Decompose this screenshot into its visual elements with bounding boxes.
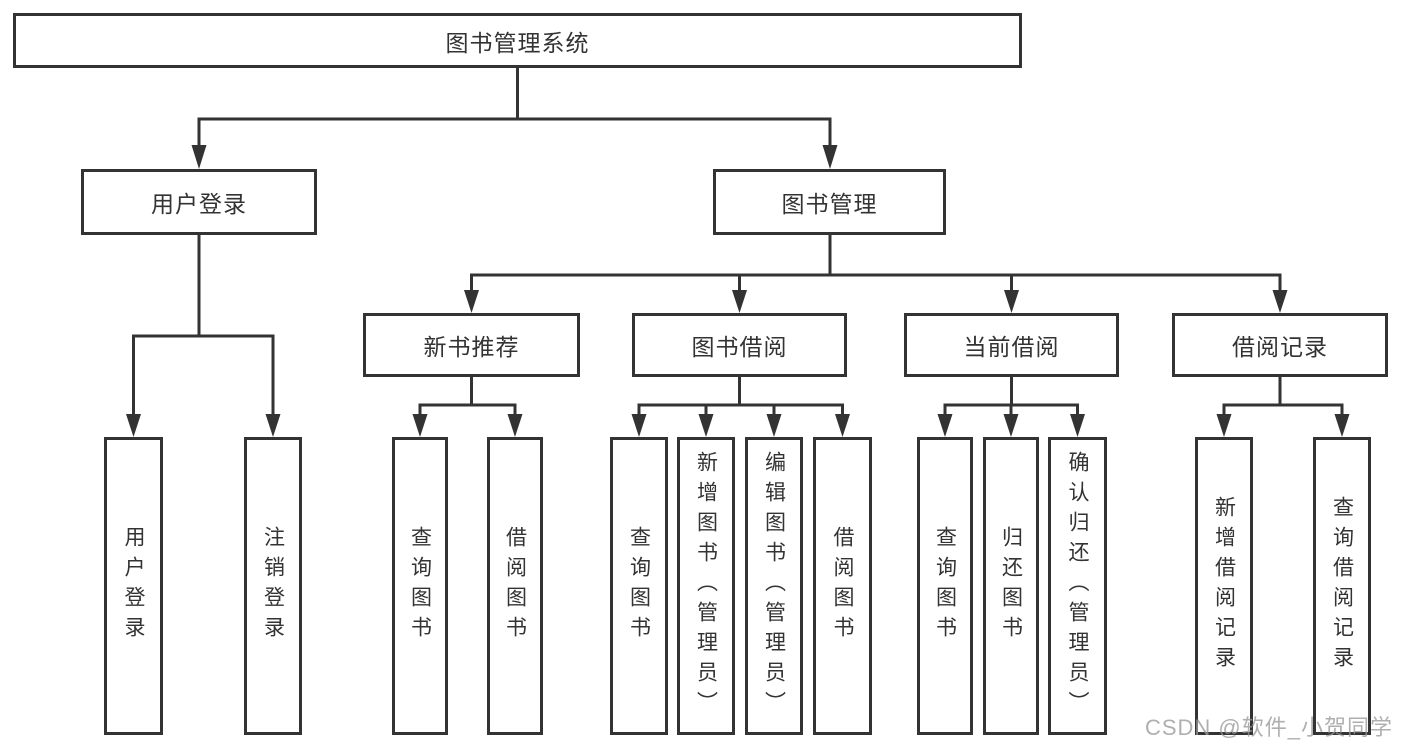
leaf-borrow-books-borrowing: 借阅图书 — [813, 437, 872, 735]
node-label: 借阅记录 — [1232, 334, 1328, 360]
node-label: 归还图书 — [999, 526, 1023, 646]
node-label: 新增图书（管理员） — [694, 451, 718, 721]
leaf-add-books-admin: 新增图书（管理员） — [677, 437, 735, 735]
node-label: 图书借阅 — [691, 334, 788, 360]
node-label: 查询借阅记录 — [1330, 496, 1354, 676]
node-borrowing-records: 借阅记录 — [1172, 313, 1388, 377]
node-label: 注销登录 — [261, 526, 285, 646]
leaf-query-books-borrowing: 查询图书 — [610, 437, 668, 735]
node-user-login: 用户登录 — [81, 169, 317, 235]
leaf-return-books: 归还图书 — [983, 437, 1039, 735]
leaf-borrow-books-recommend: 借阅图书 — [487, 437, 543, 735]
node-label: 当前借阅 — [963, 334, 1060, 360]
csdn-watermark: CSDN @软件_小贺同学 — [1144, 715, 1393, 740]
node-label: 查询图书 — [408, 526, 432, 646]
node-label: 查询图书 — [933, 526, 957, 646]
node-label: 用户登录 — [151, 191, 247, 217]
node-book-borrowing: 图书借阅 — [632, 313, 847, 377]
leaf-edit-books-admin: 编辑图书（管理员） — [745, 437, 803, 735]
node-new-book-recommendation: 新书推荐 — [363, 313, 580, 377]
node-label: 用户登录 — [122, 526, 145, 646]
node-label: 图书管理系统 — [445, 29, 590, 56]
node-label: 借阅图书 — [503, 526, 527, 646]
leaf-query-borrow-record: 查询借阅记录 — [1313, 437, 1371, 735]
node-label: 新书推荐 — [423, 334, 520, 360]
node-current-borrowing: 当前借阅 — [904, 313, 1119, 377]
arrowheads — [126, 145, 1350, 437]
leaf-query-books-current: 查询图书 — [917, 437, 973, 735]
leaf-add-borrow-record: 新增借阅记录 — [1195, 437, 1253, 735]
node-label: 编辑图书（管理员） — [762, 451, 786, 721]
node-label: 确认归还（管理员） — [1066, 451, 1089, 721]
leaf-user-login: 用户登录 — [104, 437, 163, 735]
node-library-system: 图书管理系统 — [13, 13, 1022, 68]
leaf-confirm-return-admin: 确认归还（管理员） — [1048, 437, 1107, 735]
node-label: 图书管理 — [781, 191, 878, 217]
node-label: 查询图书 — [627, 526, 651, 646]
node-book-management: 图书管理 — [713, 169, 946, 235]
node-label: 新增借阅记录 — [1212, 496, 1236, 676]
leaf-logout: 注销登录 — [244, 437, 302, 735]
leaf-query-books-recommend: 查询图书 — [392, 437, 448, 735]
node-label: 借阅图书 — [831, 526, 854, 646]
